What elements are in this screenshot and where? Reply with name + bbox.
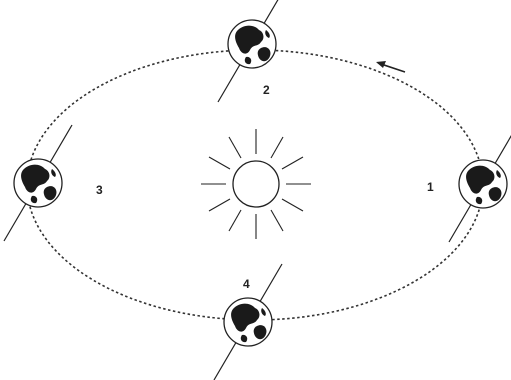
earth-globe-icon: [4, 125, 72, 241]
sun-icon: [201, 129, 311, 239]
orbit-direction-arrow-icon: [376, 61, 405, 72]
earth-globe-icon: [449, 126, 511, 242]
position-label-1: 1: [427, 180, 434, 194]
position-label-3: 3: [96, 183, 103, 197]
position-label-4: 4: [243, 277, 250, 291]
position-label-2: 2: [263, 83, 270, 97]
